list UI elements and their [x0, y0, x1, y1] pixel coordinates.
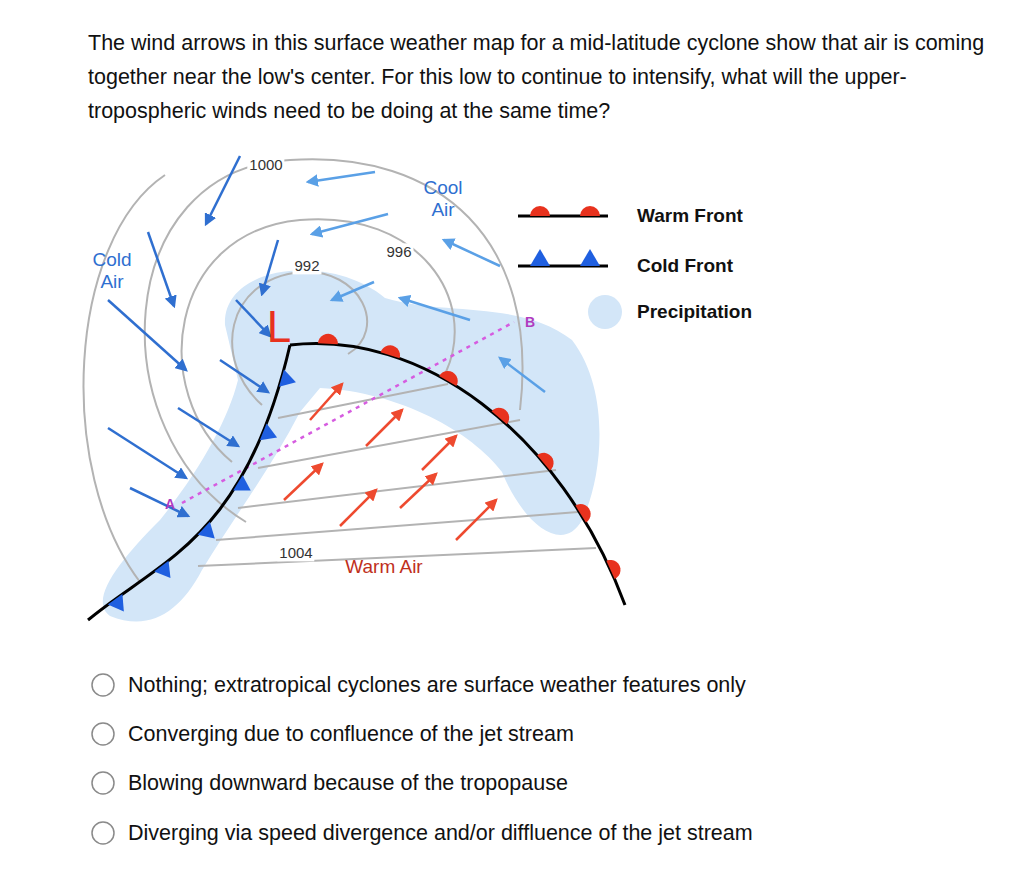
- answer-option: Blowing downward because of the tropopau…: [128, 771, 568, 796]
- isobars: [84, 159, 596, 582]
- cold-front: [88, 345, 290, 620]
- air-mass-label: Cool Air: [413, 177, 473, 221]
- legend-label: Warm Front: [637, 205, 743, 227]
- isobar-value: 1000: [247, 156, 284, 173]
- isobar-value: 996: [384, 243, 413, 260]
- answer-option: Converging due to confluence of the jet …: [128, 722, 574, 747]
- warm-front: [290, 344, 625, 605]
- precipitation-area: [103, 270, 600, 621]
- isobar-value: 992: [292, 257, 321, 274]
- point-marker: B: [525, 314, 535, 330]
- warm-air-arrows: [284, 384, 496, 540]
- isobar-value: 1004: [277, 544, 314, 561]
- answer-option: Nothing; extratropical cyclones are surf…: [128, 673, 746, 698]
- answer-option: Diverging via speed divergence and/or di…: [128, 821, 753, 846]
- front-symbols: [108, 334, 621, 612]
- wind-arrows: [108, 156, 278, 516]
- radio-buttons: [92, 674, 114, 844]
- point-marker: A: [165, 496, 175, 512]
- question-text: The wind arrows in this surface weather …: [88, 26, 1003, 128]
- air-mass-label: Cold Air: [87, 249, 137, 293]
- legend-swatch: [588, 295, 622, 329]
- legend-symbols: [518, 206, 608, 266]
- air-mass-label: Warm Air: [345, 556, 422, 578]
- legend-label: Cold Front: [637, 255, 733, 277]
- wind-arrows: [308, 172, 545, 392]
- cross-section-line: [182, 322, 514, 503]
- legend-label: Precipitation: [637, 301, 752, 323]
- low-symbol: L: [267, 302, 291, 353]
